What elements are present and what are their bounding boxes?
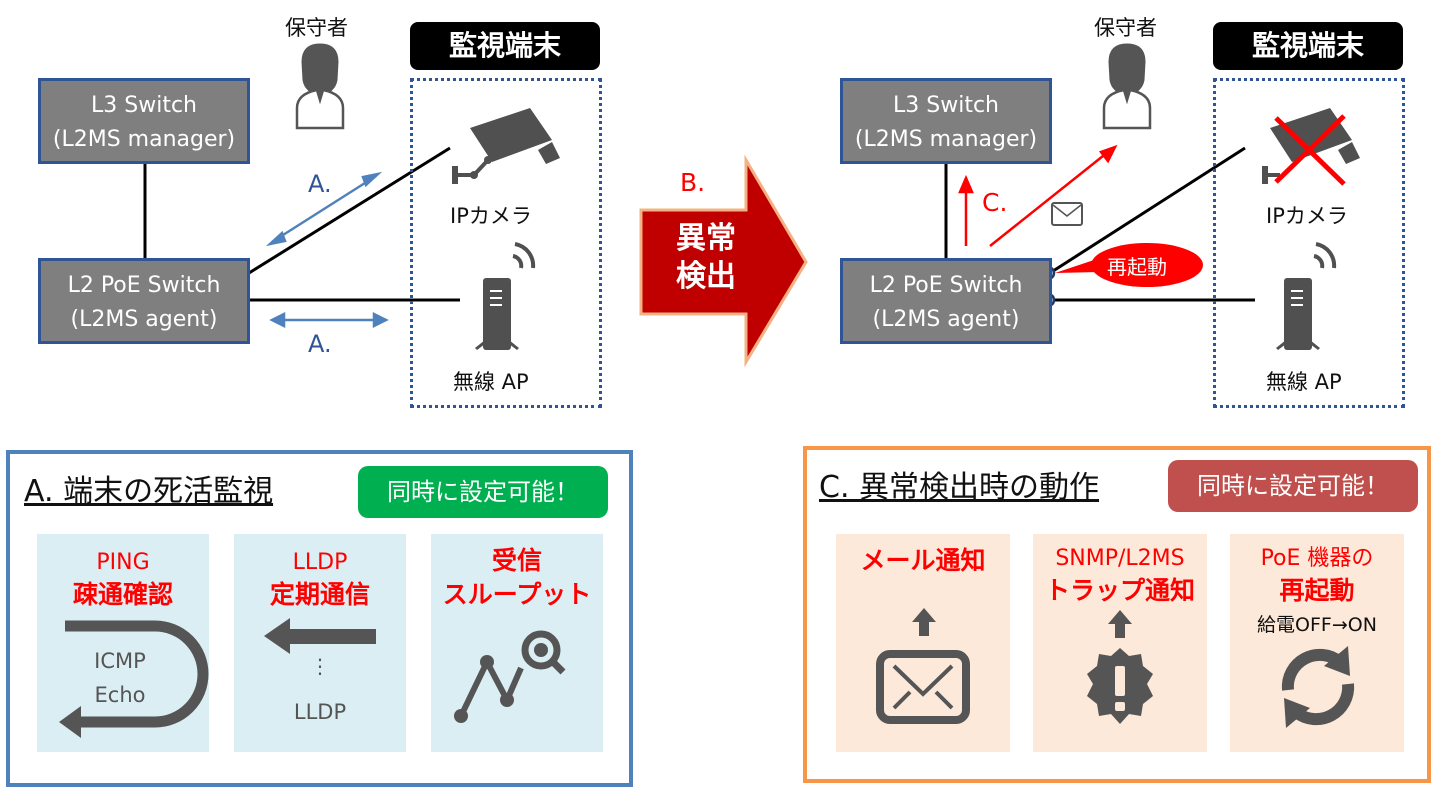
ip-camera-icon-right <box>1262 108 1360 184</box>
panel-a-title: A. 端末の死活監視 <box>24 474 274 509</box>
wireless-ap-icon-right <box>1276 242 1337 350</box>
card-lldp-title: LLDP <box>292 550 348 575</box>
ip-camera-icon-left <box>452 108 560 184</box>
card-throughput-title: 受信 <box>491 546 542 575</box>
card-ping-title: PING <box>96 550 150 575</box>
icmp-text: ICMP <box>94 649 146 673</box>
monitored-devices-box-right <box>1213 78 1405 408</box>
l3-switch-name: L3 Switch <box>893 93 999 118</box>
panel-anomaly-actions: C. 異常検出時の動作 同時に設定可能！ メール通知 SNMP/L2MS トラッ… <box>803 446 1431 783</box>
alert-upload-icon <box>1087 610 1153 724</box>
detection-arrow-text: 異常 検出 <box>646 220 766 296</box>
arrowhead <box>265 230 287 247</box>
card-reboot-title: PoE 機器の <box>1260 546 1374 571</box>
l2-switch-role: (L2MS agent) <box>70 307 218 332</box>
card-ping-subtitle: 疎通確認 <box>72 580 173 609</box>
callout-tail <box>1055 258 1100 273</box>
maintainer-label-right: 保守者 <box>1094 16 1157 40</box>
panel-a-badge: 同時に設定可能！ <box>358 466 608 518</box>
arrow-label-a1: A. <box>308 170 332 198</box>
maintainer-label-left: 保守者 <box>285 16 348 40</box>
reboot-callout-shape <box>1091 243 1203 287</box>
card-reboot-detail: 給電OFF→ON <box>1257 614 1377 636</box>
detection-arrow-shape <box>639 154 808 368</box>
arrow-a-camera <box>271 174 377 244</box>
person-icon-right <box>1102 43 1152 130</box>
ellipsis-label: ⋮ <box>310 654 330 678</box>
card-poe-reboot: PoE 機器の 再起動 給電OFF→ON <box>1230 534 1404 752</box>
arrowhead <box>372 311 389 329</box>
ap-label-right: 無線 AP <box>1266 370 1342 394</box>
card-mail-title: メール通知 <box>860 546 986 575</box>
l2-switch-right: L2 PoE Switch (L2MS agent) <box>840 258 1052 344</box>
monitor-tag-left: 監視端末 <box>410 22 600 70</box>
arrow-label-a2: A. <box>308 330 332 358</box>
arrowhead <box>269 311 286 329</box>
panel-c-title: C. 異常検出時の動作 <box>819 470 1100 505</box>
camera-label-left: IPカメラ <box>450 204 532 228</box>
l2-switch-role: (L2MS agent) <box>872 307 1020 332</box>
card-mail-notify: メール通知 <box>836 534 1010 752</box>
monitored-devices-box-left <box>410 78 602 408</box>
echo-text: Echo <box>94 683 146 707</box>
card-lldp: LLDP 定期通信 ⋮ LLDP <box>234 534 406 752</box>
monitor-tag-right: 監視端末 <box>1213 22 1403 70</box>
card-throughput: 受信 スループット <box>431 534 603 752</box>
ap-label-left: 無線 AP <box>453 370 529 394</box>
failure-x-icon <box>1274 114 1346 186</box>
step-label-b: B. <box>680 168 706 197</box>
lldp-label: LLDP <box>293 700 347 724</box>
card-trap-title: SNMP/L2MS <box>1055 546 1185 571</box>
l3-switch-right: L3 Switch (L2MS manager) <box>840 78 1052 164</box>
detection-line1: 異常 <box>676 221 736 256</box>
arrowhead <box>1098 144 1118 164</box>
card-lldp-subtitle: 定期通信 <box>269 580 370 609</box>
icmp-echo-label: ICMP Echo <box>75 644 165 712</box>
reboot-callout: 再起動 <box>1107 255 1167 279</box>
detection-line2: 検出 <box>676 259 736 294</box>
wireless-ap-icon-left <box>475 242 536 350</box>
arrowhead <box>958 174 974 194</box>
arrow-label-c: C. <box>982 188 1008 217</box>
mail-upload-icon <box>876 608 970 724</box>
arrowhead <box>361 171 383 188</box>
link-l2-camera-right <box>1049 146 1246 275</box>
person-icon-left <box>295 43 345 130</box>
panel-c-badge: 同時に設定可能！ <box>1168 460 1418 512</box>
left-arrow-icon <box>264 618 376 654</box>
card-trap-notify: SNMP/L2MS トラップ通知 <box>1033 534 1207 752</box>
l3-switch-role: (L2MS manager) <box>52 127 236 152</box>
l3-switch-left: L3 Switch (L2MS manager) <box>38 78 250 164</box>
u-turn-arrow-icon <box>59 620 209 738</box>
link-l2-camera-left <box>248 146 451 275</box>
chart-search-icon <box>454 630 566 723</box>
l2-switch-name: L2 PoE Switch <box>67 273 221 298</box>
card-ping: PING 疎通確認 ICMP Echo <box>37 534 209 752</box>
refresh-icon <box>1281 646 1355 728</box>
card-trap-subtitle: トラップ通知 <box>1044 576 1195 605</box>
l2-switch-left: L2 PoE Switch (L2MS agent) <box>38 258 250 344</box>
card-throughput-subtitle: スループット <box>442 580 592 609</box>
card-reboot-subtitle: 再起動 <box>1279 576 1355 605</box>
small-mail-icon <box>1051 202 1083 226</box>
arrow-c-diagonal <box>989 151 1109 247</box>
panel-liveness-monitoring: A. 端末の死活監視 同時に設定可能！ PING 疎通確認 ICMP Echo … <box>6 450 633 787</box>
l2-switch-name: L2 PoE Switch <box>869 273 1023 298</box>
l3-switch-role: (L2MS manager) <box>854 127 1038 152</box>
camera-label-right: IPカメラ <box>1266 204 1348 228</box>
l3-switch-name: L3 Switch <box>91 93 197 118</box>
